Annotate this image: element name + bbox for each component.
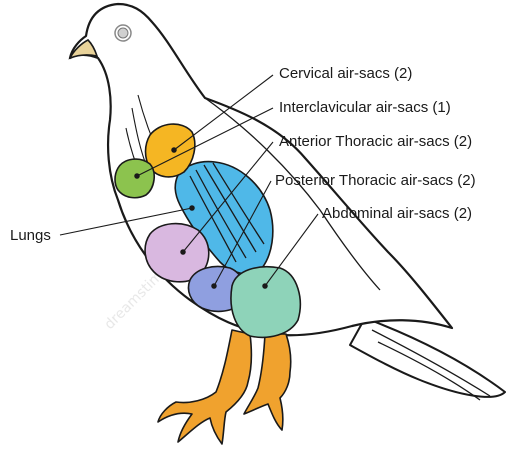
label-interclavicular-air-sacs: Interclavicular air-sacs (1) — [279, 100, 451, 115]
leader-dot-interclavicular — [135, 174, 139, 178]
leader-dot-lungs — [190, 206, 194, 210]
tail-feathers — [350, 318, 505, 400]
label-cervical-air-sacs: Cervical air-sacs (2) — [279, 66, 412, 81]
leader-dot-anterior-thoracic — [181, 250, 185, 254]
label-lungs: Lungs — [10, 228, 51, 243]
legs — [158, 330, 291, 444]
leader-dot-abdominal — [263, 284, 267, 288]
label-anterior-thoracic-air-sacs: Anterior Thoracic air-sacs (2) — [279, 134, 472, 149]
label-posterior-thoracic-air-sacs: Posterior Thoracic air-sacs (2) — [275, 173, 476, 188]
abdominal-air-sac — [231, 267, 300, 338]
leader-dot-cervical — [172, 148, 176, 152]
leader-dot-posterior-thoracic — [212, 284, 216, 288]
eye-iris — [118, 28, 128, 38]
interclavicular-air-sac — [115, 159, 154, 198]
label-abdominal-air-sacs: Abdominal air-sacs (2) — [322, 206, 472, 221]
